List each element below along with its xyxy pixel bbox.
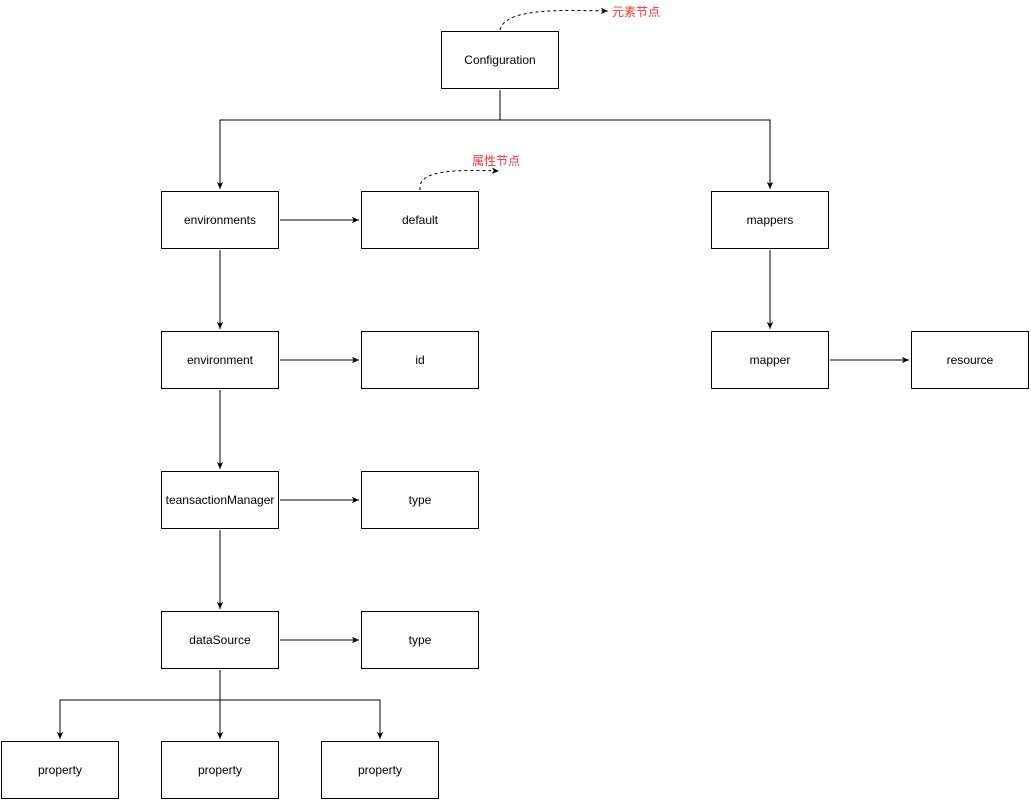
note-attribute-node: 属性节点 [472,154,521,168]
node-mappers-label: mappers [746,213,794,227]
node-resource[interactable]: resource [911,331,1029,389]
node-mappers[interactable]: mappers [711,191,829,249]
node-ds-type-label: type [408,633,432,647]
node-transaction-manager-label: teansactionManager [165,493,275,507]
edge-note-attribute [419,167,500,191]
node-default[interactable]: default [361,191,479,249]
node-resource-label: resource [946,353,994,367]
node-property-2-label: property [197,763,243,777]
edge-data-source-property-1 [56,670,221,739]
node-configuration-label: Configuration [464,53,536,67]
note-element-node: 元素节点 [612,5,661,19]
node-environments-label: environments [183,213,257,227]
node-property-1[interactable]: property [1,741,119,799]
edge-data-source-property-3 [220,699,384,739]
node-transaction-manager[interactable]: teansactionManager [161,471,279,529]
node-tm-type[interactable]: type [361,471,479,529]
node-id[interactable]: id [361,331,479,389]
node-default-label: default [401,213,439,227]
node-property-3[interactable]: property [321,741,439,799]
node-id-label: id [415,353,425,367]
edge-note-element [499,7,609,31]
node-configuration[interactable]: Configuration [441,31,559,89]
node-data-source-label: dataSource [189,633,251,647]
node-mapper[interactable]: mapper [711,331,829,389]
node-environments[interactable]: environments [161,191,279,249]
node-property-3-label: property [357,763,403,777]
node-property-1-label: property [37,763,83,777]
edge-configuration-mappers [500,119,774,189]
edge-configuration-environments [216,90,501,189]
node-property-2[interactable]: property [161,741,279,799]
node-tm-type-label: type [408,493,432,507]
node-mapper-label: mapper [749,353,791,367]
node-environment[interactable]: environment [161,331,279,389]
node-ds-type[interactable]: type [361,611,479,669]
node-environment-label: environment [186,353,254,367]
node-data-source[interactable]: dataSource [161,611,279,669]
